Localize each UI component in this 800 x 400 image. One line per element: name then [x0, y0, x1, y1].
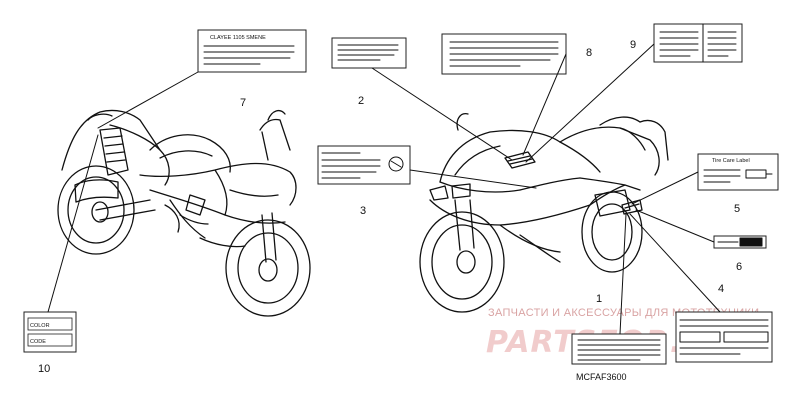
label-7-text: CLAYEE 1105 SMENE	[210, 35, 266, 41]
label-5-text: Tire Care Label	[712, 158, 750, 164]
label-10-text-2: CODE	[30, 339, 46, 345]
label-10-text-1: COLOR	[30, 323, 50, 329]
label-7[interactable]: CLAYEE 1105 SMENE	[197, 29, 307, 73]
callout-3: 3	[360, 205, 366, 217]
motorcycle-left-view	[57, 109, 311, 317]
motorcycle-right-view	[419, 113, 669, 313]
label-8[interactable]	[441, 33, 567, 75]
diagram-code: MCFAF3600	[576, 372, 627, 382]
leader-lines	[47, 43, 721, 335]
callout-10: 10	[38, 363, 50, 375]
label-10[interactable]: COLOR CODE	[23, 311, 77, 353]
callout-8: 8	[586, 47, 592, 59]
callout-9: 9	[630, 39, 636, 51]
label-2[interactable]	[331, 37, 407, 69]
label-5[interactable]: Tire Care Label	[697, 153, 779, 191]
label-1[interactable]	[571, 333, 667, 365]
callout-4: 4	[718, 283, 724, 295]
label-6[interactable]	[713, 235, 767, 249]
callout-5: 5	[734, 203, 740, 215]
label-4[interactable]	[675, 311, 773, 363]
callout-7: 7	[240, 97, 246, 109]
label-3[interactable]	[317, 145, 411, 185]
label-9[interactable]	[653, 23, 743, 63]
callout-1: 1	[596, 293, 602, 305]
callout-2: 2	[358, 95, 364, 107]
callout-6: 6	[736, 261, 742, 273]
